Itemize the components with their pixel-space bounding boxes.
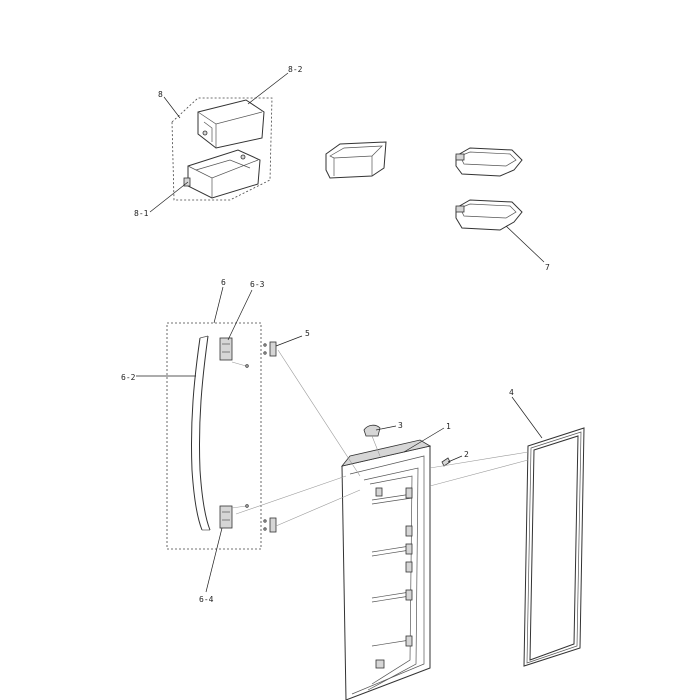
leader-lines [136, 72, 545, 593]
part-8-2-upper-bin [197, 99, 265, 149]
assembly-guide-lines [235, 349, 529, 527]
callout-5: 5 [305, 329, 310, 338]
callout-1: 1 [446, 422, 451, 431]
callout-7: 7 [545, 263, 550, 272]
callout-8-2: 8-2 [288, 65, 303, 74]
callout-6: 6 [221, 278, 226, 287]
callout-labels: 8-2 8 8-1 7 6 6-3 6-2 5 6-4 4 3 1 2 [121, 65, 550, 604]
part-4-door-gasket [523, 427, 585, 667]
part-7-guard-lower [455, 199, 523, 231]
part-7-guard-upper [455, 147, 523, 177]
part-6-3-handle-cap-upper [219, 337, 233, 361]
part-3-hinge-cover [363, 424, 381, 437]
callout-6-3: 6-3 [250, 280, 265, 289]
callout-6-2: 6-2 [121, 373, 136, 382]
part-1-door [340, 439, 432, 700]
part-6-handle-assembly [166, 322, 262, 550]
callout-8: 8 [158, 90, 163, 99]
part-2-screw [441, 457, 451, 467]
part-8-1-lower-bin [183, 149, 261, 199]
part-7-door-guards [455, 147, 523, 231]
callout-4: 4 [509, 388, 514, 397]
part-8-bin-assembly [171, 97, 273, 201]
callout-8-1: 8-1 [134, 209, 149, 218]
callout-2: 2 [464, 450, 469, 459]
part-6-2-handle-bar [190, 335, 211, 531]
door-shelf-bin [325, 141, 387, 179]
part-6-4-handle-cap-lower [219, 505, 233, 529]
callout-6-4: 6-4 [199, 595, 214, 604]
callout-3: 3 [398, 421, 403, 430]
part-5-handle-brackets [263, 341, 277, 533]
